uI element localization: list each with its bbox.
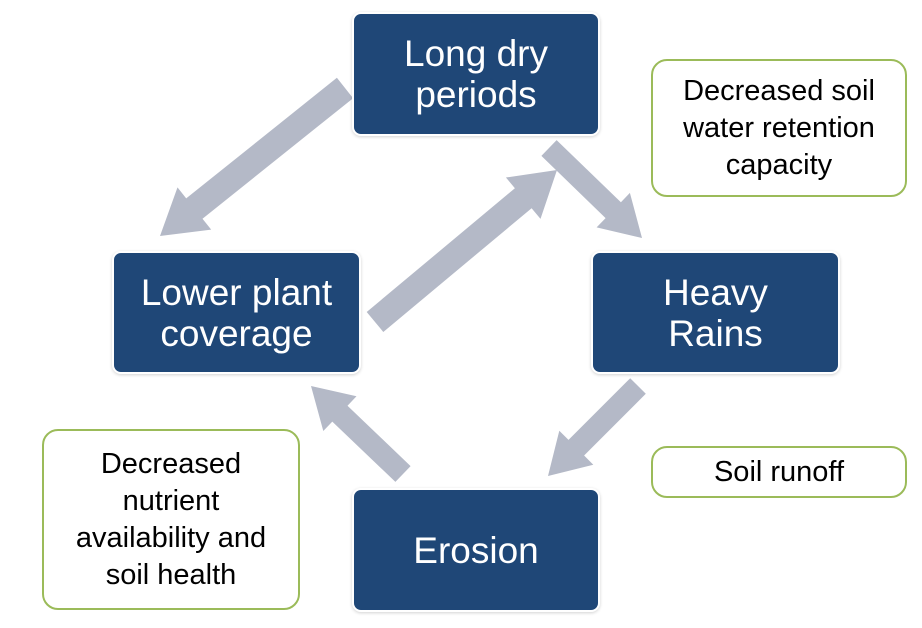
node-erosion-label: Erosion	[413, 529, 539, 571]
note-soil-runoff-text: Soil runoff	[713, 455, 845, 488]
node-lower-plant-coverage-label: Lower plant coverage	[140, 271, 333, 354]
note-soil-runoff: Soil runoff	[651, 446, 907, 498]
note-decreased-water-retention: Decreased soil water retention capacity	[651, 59, 907, 197]
node-erosion: Erosion	[352, 488, 600, 612]
arrow-long-dry-to-lower-plant	[160, 77, 354, 236]
node-long-dry-periods-label: Long dry periods	[404, 33, 548, 115]
note-decreased-water-retention-text: Decreased soil water retention capacity	[683, 74, 875, 181]
node-lower-plant-coverage: Lower plant coverage	[112, 251, 361, 374]
arrow-long-dry-to-heavy-rains	[541, 140, 642, 238]
node-heavy-rains-label: Heavy Rains	[663, 271, 768, 354]
arrow-erosion-to-lower-plant	[311, 386, 411, 482]
arrow-heavy-rains-to-erosion	[548, 378, 646, 476]
note-decreased-nutrient-availability: Decreased nutrient availability and soil…	[42, 429, 300, 610]
node-heavy-rains: Heavy Rains	[591, 251, 840, 374]
note-decreased-nutrient-availability-text: Decreased nutrient availability and soil…	[75, 447, 267, 591]
node-long-dry-periods: Long dry periods	[352, 12, 600, 136]
arrow-lower-plant-to-long-dry	[366, 170, 557, 332]
